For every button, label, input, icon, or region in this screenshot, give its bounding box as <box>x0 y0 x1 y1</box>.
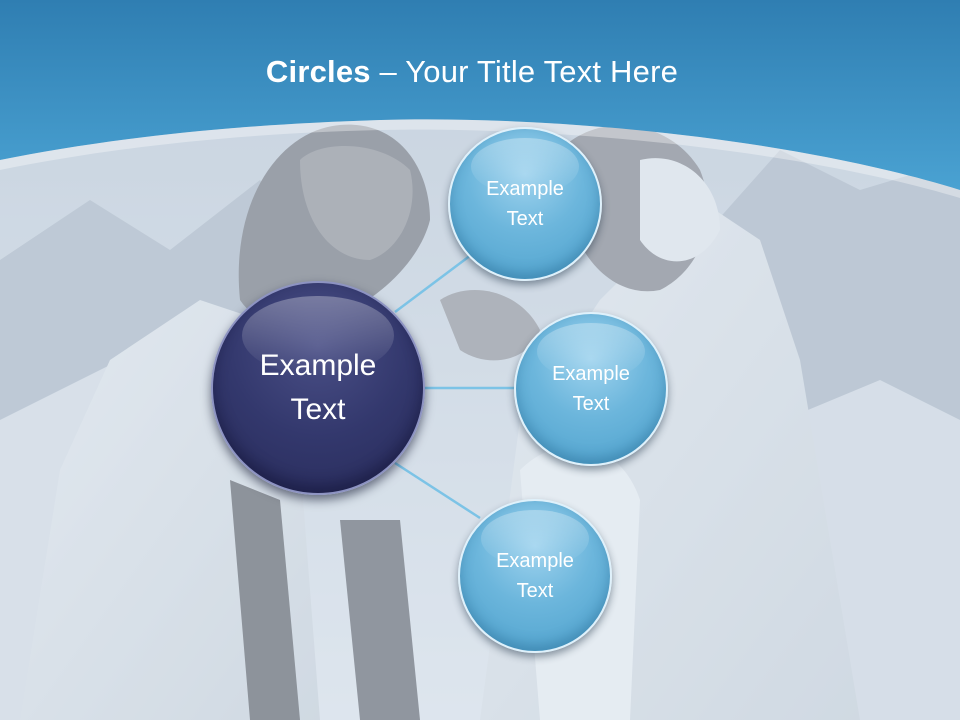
title-rest: – Your Title Text Here <box>370 54 679 89</box>
header-band <box>0 0 960 198</box>
center-circle-line1: Example <box>259 349 377 382</box>
connector-line-bottom <box>394 461 481 520</box>
node-circle-middle-text: Example Text <box>552 359 630 419</box>
node-middle-line2: Text <box>572 393 610 415</box>
center-circle-text: Example Text <box>260 344 377 432</box>
center-circle[interactable]: Example Text <box>211 281 425 495</box>
node-circle-top-text: Example Text <box>486 174 564 234</box>
node-circle-bottom-text: Example Text <box>496 546 574 606</box>
node-bottom-line2: Text <box>516 580 554 602</box>
center-circle-line2: Text <box>290 393 346 426</box>
title-bold: Circles <box>265 54 371 89</box>
node-bottom-line1: Example <box>496 550 574 572</box>
node-middle-line1: Example <box>552 363 630 385</box>
node-circle-bottom[interactable]: Example Text <box>458 499 612 653</box>
node-top-line2: Text <box>506 208 544 230</box>
node-circle-top[interactable]: Example Text <box>448 127 602 281</box>
node-circle-middle[interactable]: Example Text <box>514 312 668 466</box>
slide-title: Circles – Your Title Text Here <box>0 54 944 90</box>
node-top-line1: Example <box>486 178 564 200</box>
connector-line-top <box>394 251 476 313</box>
